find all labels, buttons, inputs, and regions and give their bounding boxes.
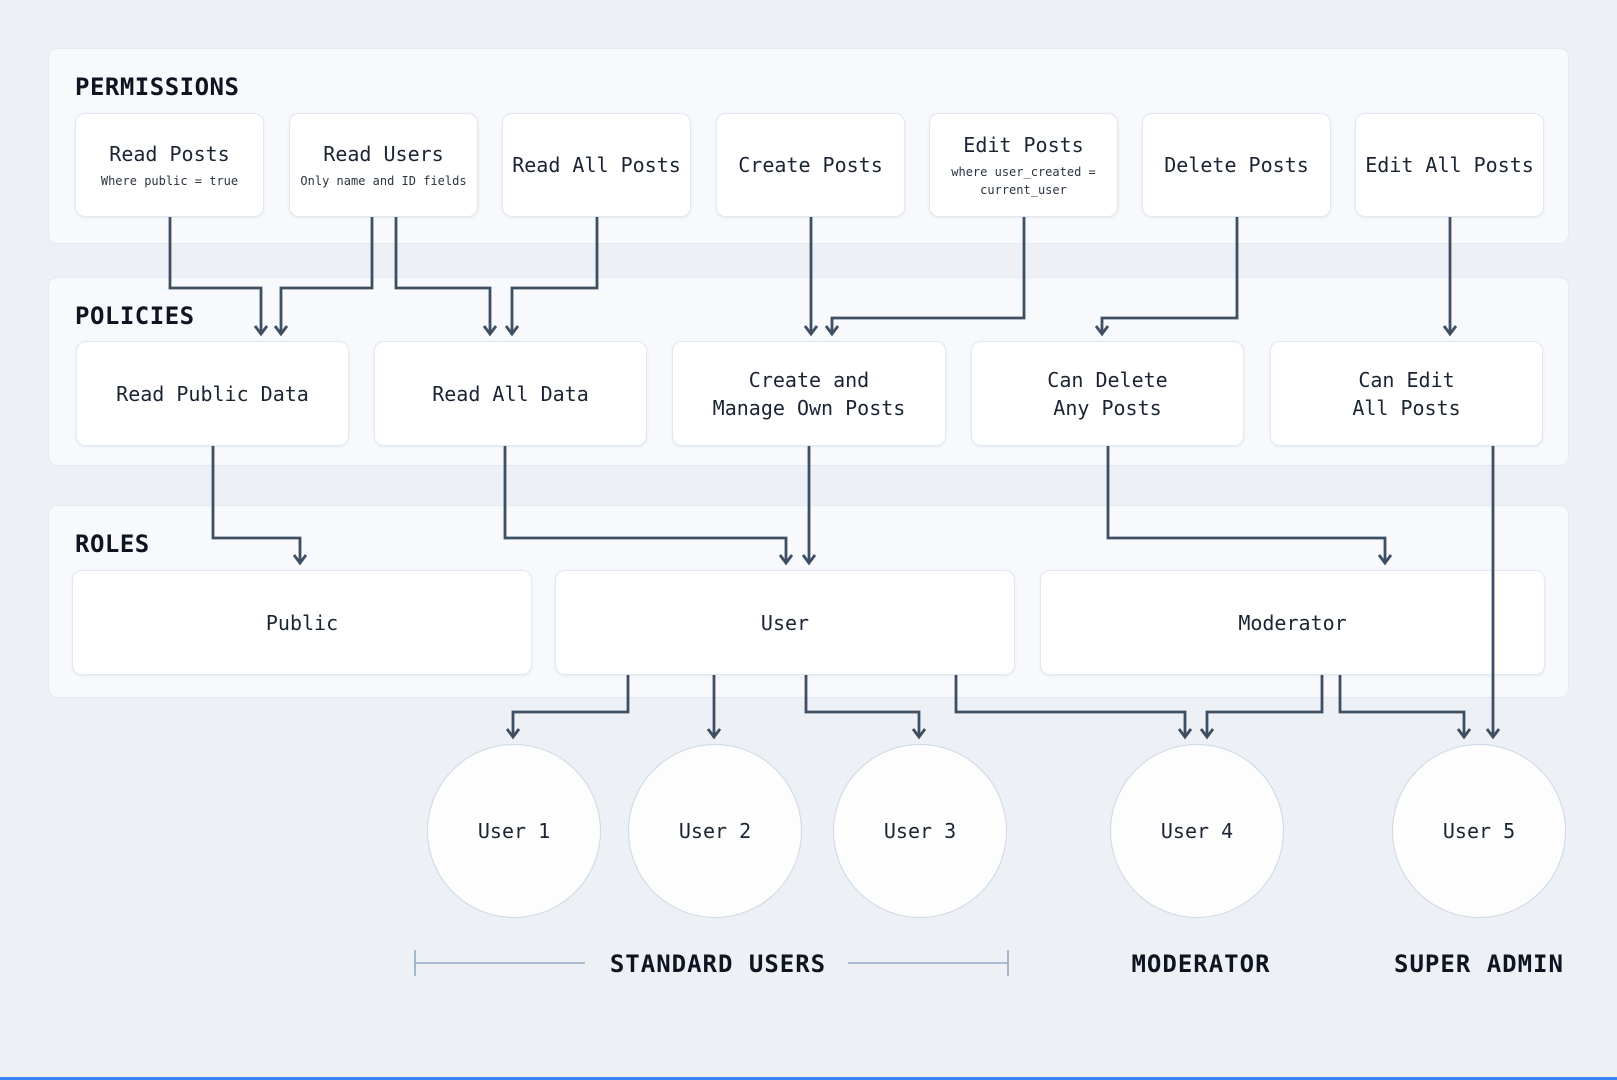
label-line-2: Any Posts bbox=[1053, 395, 1162, 420]
node-create-posts: Create Posts bbox=[716, 113, 905, 217]
user-circle-5: User 5 bbox=[1392, 744, 1566, 918]
label-line-1: Can Delete bbox=[1047, 367, 1168, 392]
bottom-edge-bar bbox=[0, 1077, 1617, 1080]
node-label: Delete Posts bbox=[1164, 153, 1309, 177]
node-label: Moderator bbox=[1238, 610, 1347, 635]
node-condition: Only name and ID fields bbox=[300, 173, 467, 188]
user-circle-label: User 3 bbox=[883, 819, 957, 843]
node-condition: Where public = true bbox=[100, 173, 239, 188]
permissions-title: PERMISSIONS bbox=[75, 73, 240, 101]
node-role-public: Public bbox=[72, 570, 532, 675]
node-read-all-posts: Read All Posts bbox=[502, 113, 691, 217]
node-condition: where user_created = current_user bbox=[951, 164, 1096, 199]
group-label-super-admin: SUPER ADMIN bbox=[1394, 950, 1564, 978]
label-line-1: Can Edit bbox=[1358, 367, 1455, 392]
node-label: Read All Posts bbox=[512, 153, 681, 177]
node-delete-posts: Delete Posts bbox=[1142, 113, 1331, 217]
node-read-posts: Read Posts Where public = true bbox=[75, 113, 264, 217]
label-line-2: Manage Own Posts bbox=[712, 395, 906, 420]
node-label: Read Users bbox=[323, 141, 444, 166]
node-label: Read Public Data bbox=[116, 381, 309, 406]
node-role-user: User bbox=[555, 570, 1015, 675]
node-role-moderator: Moderator bbox=[1040, 570, 1545, 675]
user-circle-1: User 1 bbox=[427, 744, 601, 918]
node-label: Public bbox=[265, 610, 339, 635]
user-circle-label: User 4 bbox=[1160, 819, 1234, 843]
condition-line-1: where user_created = bbox=[951, 165, 1096, 180]
user-circle-label: User 5 bbox=[1442, 819, 1516, 843]
node-label: Edit All Posts bbox=[1365, 153, 1534, 177]
policies-title: POLICIES bbox=[75, 302, 195, 330]
node-read-all-data: Read All Data bbox=[374, 341, 647, 446]
user-circle-3: User 3 bbox=[833, 744, 1007, 918]
node-label: Read Posts bbox=[109, 141, 230, 166]
node-edit-all-posts: Edit All Posts bbox=[1355, 113, 1544, 217]
node-read-public-data: Read Public Data bbox=[76, 341, 349, 446]
node-label: User bbox=[760, 610, 810, 635]
label-line-2: All Posts bbox=[1352, 395, 1461, 420]
node-label: Read All Data bbox=[432, 381, 589, 406]
group-label-moderator: MODERATOR bbox=[1131, 950, 1271, 978]
roles-title: ROLES bbox=[75, 530, 150, 558]
node-edit-posts: Edit Posts where user_created = current_u… bbox=[929, 113, 1118, 217]
condition-line-2: current_user bbox=[980, 182, 1067, 197]
user-circle-4: User 4 bbox=[1110, 744, 1284, 918]
user-circle-2: User 2 bbox=[628, 744, 802, 918]
node-label: Create Posts bbox=[738, 153, 883, 177]
user-circle-label: User 1 bbox=[477, 819, 551, 843]
node-read-users: Read Users Only name and ID fields bbox=[289, 113, 478, 217]
group-label-standard-users: STANDARD USERS bbox=[609, 950, 827, 978]
node-label: Edit Posts bbox=[963, 133, 1084, 158]
user-circle-label: User 2 bbox=[678, 819, 752, 843]
label-line-1: Create and bbox=[748, 367, 870, 392]
